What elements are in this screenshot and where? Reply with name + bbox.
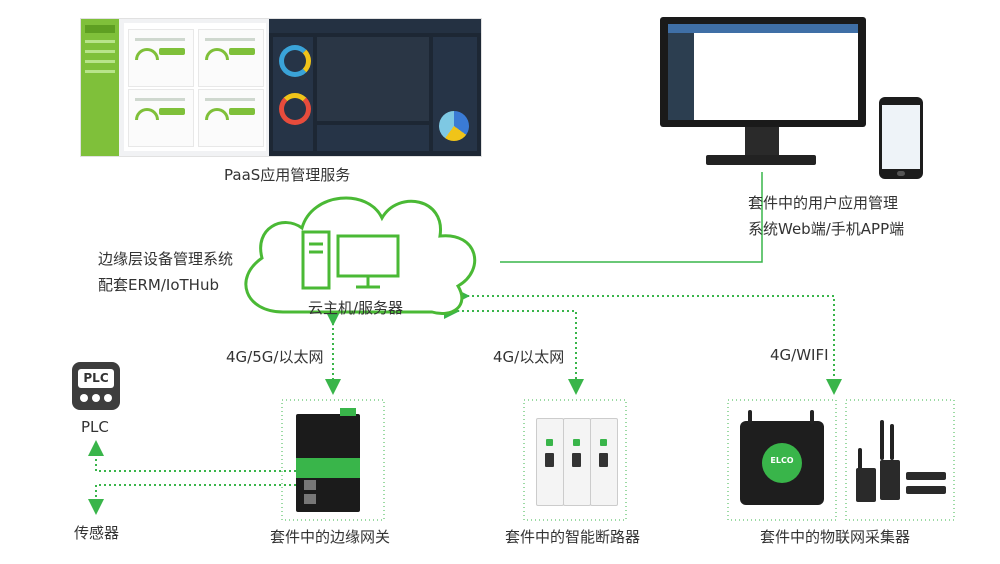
user-app-label-line2: 系统Web端/手机APP端 [748,220,905,238]
edge-label-line2: 配套ERM/IoTHub [98,276,219,294]
link-label-collector: 4G/WIFI [770,346,829,364]
gateway-label: 套件中的边缘网关 [270,528,391,546]
edge-system-label: 边缘层设备管理系统 配套ERM/IoTHub [98,246,233,298]
collector-frame-right [845,399,955,521]
dashboard-card-grid [124,23,266,151]
user-app-label-line1: 套件中的用户应用管理 [748,194,899,212]
mobile-phone-icon [879,97,923,179]
web-app-screen [668,24,858,120]
link-label-gateway: 4G/5G/以太网 [226,348,324,366]
monitor-stand-base [706,155,816,165]
collector-label: 套件中的物联网采集器 [760,528,911,546]
plc-icon: PLC [72,362,120,410]
antenna-icon [810,410,814,424]
collector-brand-logo: ELCO [770,456,794,465]
edge-label-line1: 边缘层设备管理系统 [98,250,234,268]
monitor-stand-neck [745,127,779,157]
cloud-label: 云主机/服务器 [308,299,404,317]
link-label-breaker: 4G/以太网 [493,348,565,366]
gateway-to-plc-link [88,440,296,472]
cloud-monitor-icon [336,234,400,289]
iot-collector-modules [852,418,948,510]
edge-gateway-device [296,408,360,512]
smart-breaker-device [534,416,618,506]
gateway-to-sensor-link [88,484,296,515]
cloud-to-user-app-line [500,172,763,263]
dashboard-sidebar [81,19,119,156]
paas-dashboard-screenshot [80,18,482,157]
sensor-label: 传感器 [74,524,120,542]
breaker-frame [523,399,627,521]
dashboard-dark-panel [269,19,481,156]
monitor-icon [660,17,866,127]
server-tower-icon [301,230,331,290]
iot-collector-device: ELCO [740,421,824,505]
collector-frame-left [727,399,837,521]
gateway-frame [281,399,385,521]
plc-label: PLC [81,418,109,436]
breaker-label: 套件中的智能断路器 [505,528,641,546]
cloud-collector-link [454,288,842,395]
antenna-icon [748,410,752,424]
plc-screen-text: PLC [78,369,114,388]
user-app-label: 套件中的用户应用管理 系统Web端/手机APP端 [748,190,904,242]
mobile-app-screen [882,105,920,169]
paas-label: PaaS应用管理服务 [224,166,351,184]
